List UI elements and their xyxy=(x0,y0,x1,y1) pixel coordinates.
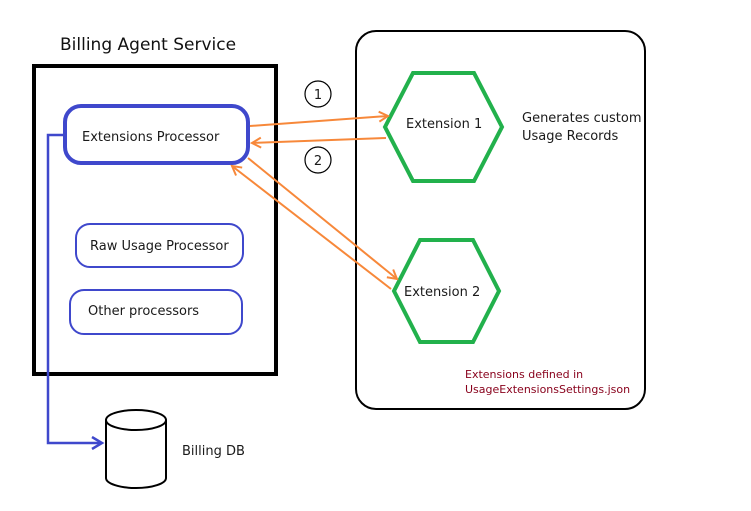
raw-usage-processor xyxy=(75,223,244,268)
db-connector-arrow xyxy=(46,133,102,443)
extensions-note-line1: Extensions defined in xyxy=(465,368,583,381)
extension1-label: Extension 1 xyxy=(406,117,482,132)
raw-usage-processor-label: Raw Usage Processor xyxy=(90,239,229,254)
extension1-desc-line1: Generates custom xyxy=(522,111,642,126)
step2-label: 2 xyxy=(314,154,322,169)
extensions-processor-label: Extensions Processor xyxy=(82,130,220,145)
database-icon xyxy=(105,409,167,489)
other-processors-label: Other processors xyxy=(88,304,199,319)
database-label: Billing DB xyxy=(182,444,245,459)
step1-badge xyxy=(304,80,332,108)
response-arrow-ext1 xyxy=(252,138,387,143)
service-title: Billing Agent Service xyxy=(60,35,236,55)
other-processors xyxy=(69,289,243,335)
extension2-hexagon xyxy=(391,238,502,344)
service-box xyxy=(32,64,278,376)
request-arrow-ext1 xyxy=(249,116,388,127)
extension1-hexagon xyxy=(382,71,505,183)
step1-label: 1 xyxy=(314,88,322,103)
response-arrow-ext2 xyxy=(232,166,392,290)
extension1-desc-line2: Usage Records xyxy=(522,129,619,144)
request-arrow-ext2 xyxy=(247,157,397,279)
extension2-label: Extension 2 xyxy=(404,285,480,300)
step2-badge xyxy=(304,146,332,174)
extensions-container xyxy=(355,30,646,410)
extensions-note-line2: UsageExtensionsSettings.json xyxy=(465,383,630,396)
